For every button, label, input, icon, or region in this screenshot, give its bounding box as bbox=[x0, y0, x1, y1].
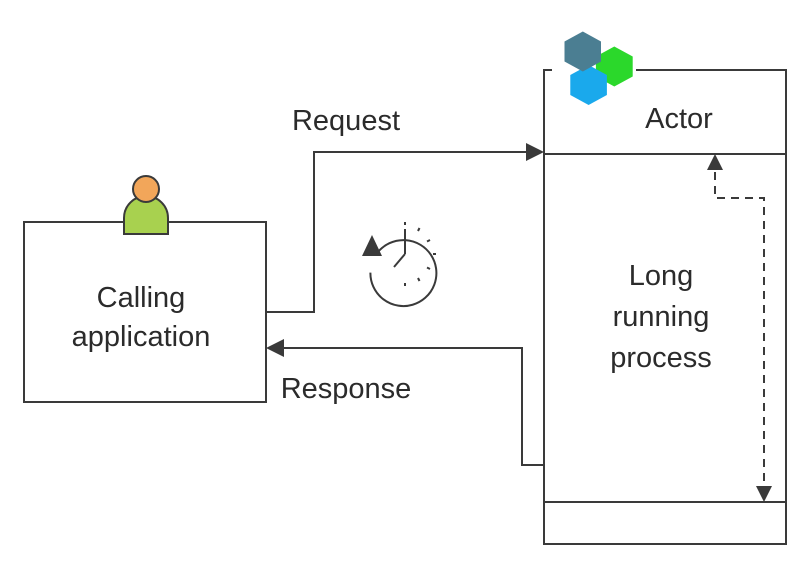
actor-frame bbox=[543, 69, 787, 545]
clock-tick-5 bbox=[417, 277, 421, 282]
clock-tick-4 bbox=[426, 266, 431, 270]
calling-application-label-line2: application bbox=[72, 321, 211, 353]
request-arrow bbox=[266, 143, 544, 313]
clock-tick-2 bbox=[426, 239, 431, 243]
long-running-process-label-line2: running bbox=[613, 301, 710, 333]
processing-loop-arrowhead-up bbox=[707, 154, 723, 170]
clock-rewind-icon bbox=[362, 222, 438, 308]
response-arrow-head bbox=[266, 339, 284, 357]
request-arrow-line bbox=[266, 151, 528, 313]
long-running-process-label-line1: Long bbox=[629, 260, 694, 292]
request-arrow-head bbox=[526, 143, 544, 161]
clock-minute-hand bbox=[393, 253, 406, 268]
hexagon-slate bbox=[564, 31, 601, 72]
user-icon-head bbox=[132, 175, 160, 203]
clock-rewind-arrowhead bbox=[362, 235, 382, 256]
actor-label: Actor bbox=[645, 103, 713, 135]
user-icon bbox=[123, 175, 169, 235]
calling-application-label-line1: Calling bbox=[97, 282, 186, 314]
processing-loop-arrowhead-down bbox=[756, 486, 772, 502]
calling-application-box bbox=[23, 221, 267, 403]
clock-tick-1 bbox=[417, 227, 421, 232]
request-label: Request bbox=[292, 105, 400, 137]
response-label: Response bbox=[281, 373, 412, 405]
hexagon-cluster-icon bbox=[552, 31, 636, 108]
hexagon-blue bbox=[570, 65, 607, 105]
response-arrow bbox=[266, 339, 544, 466]
processing-loop-arrow bbox=[707, 154, 772, 502]
long-running-process-label-line3: process bbox=[610, 342, 712, 374]
clock-rim bbox=[369, 239, 438, 308]
response-arrow-line bbox=[282, 347, 544, 466]
